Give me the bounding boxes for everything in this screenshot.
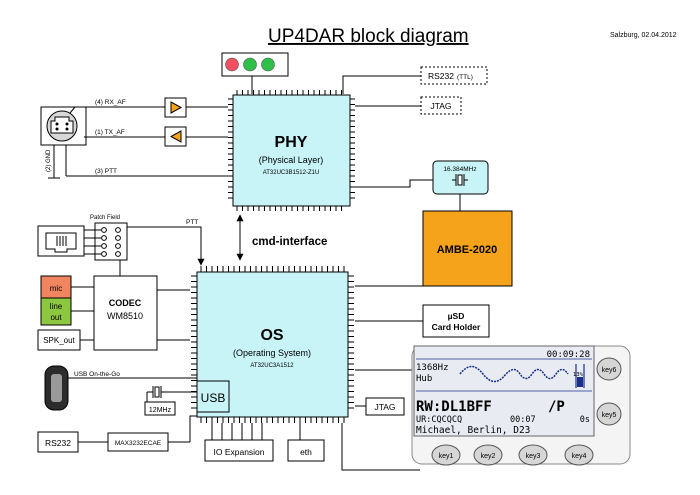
- io-expansion-block: IO Expansion: [204, 439, 274, 462]
- eth-block: eth: [287, 439, 325, 462]
- rx-amplifier: [164, 97, 187, 118]
- audio-connector: [40, 106, 87, 146]
- lcd-time: 00:09:28: [547, 350, 590, 360]
- spk-out-block: SPK_out: [37, 329, 81, 351]
- line-out-line2: out: [50, 313, 62, 322]
- phy-chip: PHY (Physical Layer) AT32UC3B1512-Z1U: [228, 90, 355, 211]
- max3232-block: MAX3232ECAE: [107, 432, 169, 452]
- cmd-interface-label: cmd-interface: [252, 236, 327, 248]
- rs232-label: RS232: [45, 438, 71, 448]
- ambe-label: AMBE-2020: [437, 244, 498, 256]
- codec-line2: WM8510: [107, 311, 143, 321]
- tx-amplifier: [164, 126, 187, 147]
- key4-label: key4: [572, 453, 587, 460]
- patch-pin: [115, 243, 121, 249]
- phy-subtitle: (Physical Layer): [259, 155, 324, 165]
- line-out-line1: line: [50, 302, 63, 311]
- lcd-waveform: [459, 365, 569, 383]
- key3-button[interactable]: key3: [518, 444, 548, 466]
- key5-button[interactable]: key5: [596, 402, 622, 426]
- crystal-16mhz: 16.384MHz: [432, 160, 489, 195]
- key5-label: key5: [602, 412, 617, 419]
- ptt-patch-label: PTT: [186, 219, 198, 226]
- rs232-ttl-block: RS232(TTL): [420, 66, 488, 85]
- os-part: AT32UC3A1512: [250, 363, 294, 369]
- key2-label: key2: [481, 453, 496, 460]
- signal-rx-label: (4) RX_AF: [95, 99, 126, 106]
- lcd-count: 0s: [580, 415, 590, 425]
- os-subtitle: (Operating System): [233, 348, 311, 358]
- jtag-os-block: JTAG: [365, 397, 405, 416]
- lcd-footer: Michael, Berlin, D23: [416, 425, 530, 436]
- led-green-2: [261, 57, 275, 72]
- led-red: [225, 57, 239, 72]
- os-chip: OS (Operating System) AT32UC3A1512 USB: [191, 266, 354, 423]
- lcd-ur: UR:CQCQCQ: [416, 415, 462, 425]
- crystal-os-label: 12MHz: [149, 407, 172, 414]
- patch-field: [84, 222, 128, 261]
- patch-pin: [115, 235, 121, 241]
- mic-label: mic: [50, 284, 62, 293]
- rs232-ttl-name: RS232: [428, 71, 454, 81]
- rs232-ttl-suffix: (TTL): [457, 74, 473, 81]
- svg-text:RS232(TTL): RS232(TTL): [428, 71, 473, 81]
- patch-pin: [101, 251, 107, 257]
- signal-tx-label: (1) TX_AF: [95, 129, 125, 136]
- lcd-level: 13%: [573, 372, 584, 378]
- key1-label: key1: [439, 453, 454, 460]
- max3232-label: MAX3232ECAE: [115, 440, 162, 447]
- usb-connector: [44, 365, 69, 411]
- os-name: OS: [260, 327, 283, 344]
- crystal-12mhz: 12MHz: [144, 386, 197, 416]
- lcd-suffix: /P: [548, 399, 565, 415]
- diagram-title: UP4DAR block diagram: [268, 26, 469, 47]
- crystal-top-label: 16.384MHz: [443, 166, 476, 173]
- lcd-mode: Hub: [416, 374, 432, 384]
- usd-line2: Card Holder: [432, 322, 481, 332]
- line-out-block: line out: [40, 297, 72, 326]
- patch-pin: [115, 251, 121, 257]
- jtag-top-block: JTAG: [420, 96, 462, 115]
- led-green-1: [243, 57, 257, 72]
- lcd-content: 00:09:28 1368Hz Hub 13% RW:DL1BFF /P UR:…: [416, 350, 592, 436]
- usb-otg-label: USB On-the-Go: [74, 371, 120, 378]
- mic-block: mic: [40, 275, 72, 299]
- patch-field-label: Patch Field: [90, 215, 120, 221]
- lcd-freq: 1368Hz: [416, 363, 449, 373]
- rj-connector: [37, 225, 85, 257]
- signal-gnd-label: (2) GND: [46, 149, 52, 172]
- key6-button[interactable]: key6: [596, 357, 622, 381]
- lcd-callsign: RW:DL1BFF: [416, 399, 492, 415]
- key1-button[interactable]: key1: [431, 444, 461, 466]
- usb-label: USB: [201, 391, 226, 405]
- usb-box: [196, 380, 230, 413]
- patch-pin: [101, 243, 107, 249]
- lcd-timer: 00:07: [510, 415, 536, 425]
- key4-button[interactable]: key4: [564, 444, 594, 466]
- usd-line1: µSD: [448, 311, 465, 321]
- phy-part: AT32UC3B1512-Z1U: [263, 170, 320, 176]
- patch-pin: [101, 235, 107, 241]
- io-expansion-label: IO Expansion: [213, 447, 264, 457]
- codec-chip: CODEC WM8510: [93, 275, 158, 351]
- location-date: Salzburg, 02.04.2012: [610, 32, 677, 39]
- io-expansion-bus: [211, 423, 263, 440]
- phy-name: PHY: [275, 134, 308, 151]
- key2-button[interactable]: key2: [473, 444, 503, 466]
- rs232-block: RS232: [37, 431, 79, 453]
- eth-label: eth: [300, 447, 312, 457]
- patch-pin: [101, 227, 107, 233]
- patch-pin: [115, 227, 121, 233]
- ambe-chip: AMBE-2020: [422, 210, 513, 287]
- spk-out-label: SPK_out: [43, 336, 75, 345]
- usd-card-holder: µSD Card Holder: [422, 304, 490, 338]
- signal-ptt-label: (3) PTT: [95, 168, 117, 175]
- codec-line1: CODEC: [109, 298, 142, 308]
- jtag-top-label: JTAG: [430, 101, 451, 111]
- key3-label: key3: [526, 453, 541, 460]
- status-leds: [221, 52, 289, 77]
- key6-label: key6: [602, 367, 617, 374]
- jtag-os-label: JTAG: [374, 402, 395, 412]
